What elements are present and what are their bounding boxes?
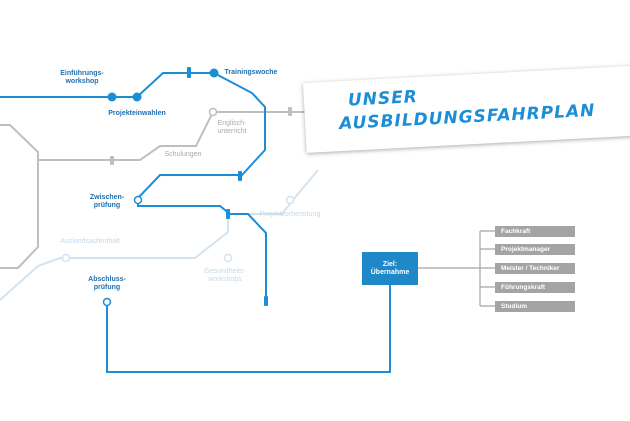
gray-marker-1 <box>110 156 114 165</box>
abschluss-line1: Abschluss- <box>88 276 126 283</box>
abschluss-line2: prüfung <box>93 284 121 291</box>
ausland-text: Auslandsaufenthalt <box>60 238 120 245</box>
station-gesundheit-label: Gesundheits- workshops <box>204 268 246 284</box>
title-line-1: UNSER <box>347 87 419 111</box>
projektvorbereitung-text: Projektvorbereitung <box>259 211 321 218</box>
station-englisch-label: Englisch- unterricht <box>217 120 246 136</box>
station-zwischen-label: Zwischen- prüfung <box>90 194 124 210</box>
englisch-line2: unterricht <box>217 128 247 135</box>
option-fuehrungskraft: Führungskraft <box>495 282 575 293</box>
blue-route-final <box>106 285 391 373</box>
station-ausland-label: Auslandsaufenthalt <box>60 238 120 246</box>
zwischen-line2: prüfung <box>93 202 121 209</box>
station-ausland-dot <box>61 253 71 263</box>
station-schulungen-label: Schulungen <box>165 151 202 159</box>
station-gesundheit-dot <box>223 253 233 263</box>
station-abschluss-label: Abschluss- prüfung <box>88 276 126 292</box>
station-projektvorbereitung-dot <box>285 195 295 205</box>
zwischen-line1: Zwischen- <box>89 194 125 201</box>
einfuehrung-line1: Einführungs- <box>60 70 104 77</box>
station-training-label: Trainingswoche <box>225 69 278 77</box>
option-projektmanager: Projektmanager <box>495 244 575 255</box>
schulungen-text: Schulungen <box>164 151 202 158</box>
gray-route-main <box>0 124 39 269</box>
training-text: Trainingswoche <box>224 69 278 76</box>
station-einfuehrung-dot <box>107 92 117 102</box>
station-englisch-dot <box>208 107 218 117</box>
pale-route-left <box>0 214 229 301</box>
gray-route-schulungen <box>38 111 306 161</box>
englisch-line1: Englisch- <box>217 120 247 127</box>
station-abschluss-dot <box>102 297 112 307</box>
pale-route-upper <box>228 169 319 215</box>
options-connector <box>418 230 495 307</box>
blue-marker-1 <box>187 67 191 78</box>
goal-box: Ziel: Übernahme <box>362 252 418 285</box>
station-projektwahl-label: Projekteinwahlen <box>108 110 166 118</box>
station-einfuehrung-label: Einführungs- workshop <box>60 70 104 86</box>
option-studium: Studium <box>495 301 575 312</box>
gray-marker-2 <box>288 107 292 116</box>
option-meister-techniker: Meister / Techniker <box>495 263 575 274</box>
gesundheit-line2: workshops <box>208 276 242 283</box>
station-training-dot <box>209 68 219 78</box>
goal-line1: Ziel: <box>382 260 398 268</box>
station-projektvorbereitung-label: Projektvorbereitung <box>260 211 321 219</box>
option-fachkraft: Fachkraft <box>495 226 575 237</box>
station-zwischen-dot <box>133 195 143 205</box>
einfuehrung-line2: workshop <box>65 78 99 85</box>
blue-marker-3 <box>226 209 230 219</box>
projektwahl-text: Projekteinwahlen <box>108 110 166 117</box>
goal-line2: Übernahme <box>370 268 410 276</box>
blue-marker-4 <box>264 296 268 306</box>
blue-marker-2 <box>238 171 242 181</box>
gesundheit-line1: Gesundheits- <box>204 268 246 275</box>
station-projektwahl-dot <box>132 92 142 102</box>
